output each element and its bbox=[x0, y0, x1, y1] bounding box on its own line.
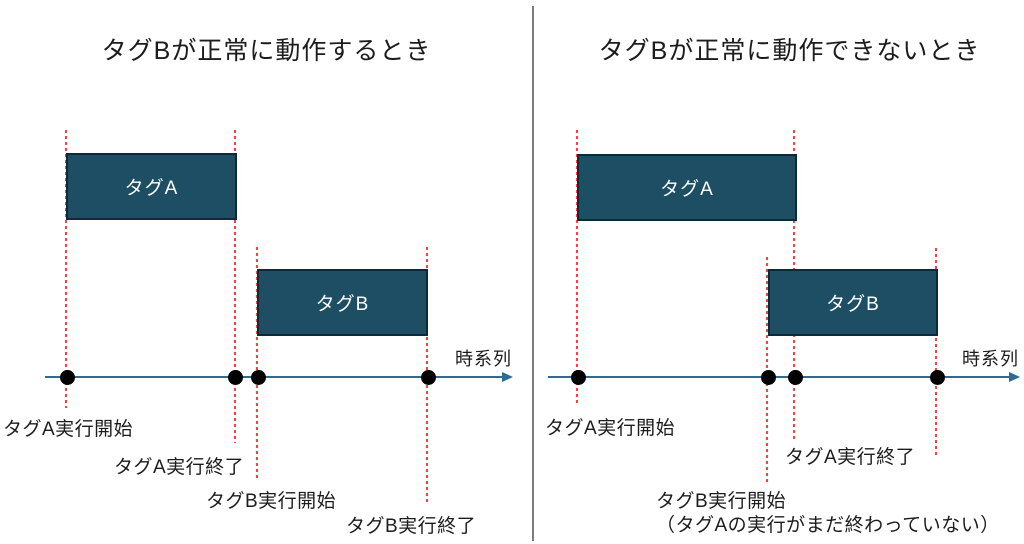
arrow-right-icon bbox=[502, 372, 513, 382]
event-label-tag-a-end: タグA実行終了 bbox=[114, 457, 245, 478]
event-dot-tag-b-start bbox=[761, 370, 776, 385]
event-label-tag-b-end: タグB実行終了 bbox=[346, 516, 477, 537]
guide-line-tag-a-start bbox=[576, 130, 578, 404]
event-label-tag-a-start: タグA実行開始 bbox=[3, 419, 134, 440]
event-label-tag-a-end: タグA実行終了 bbox=[785, 447, 916, 468]
guide-line-tag-a-end bbox=[234, 130, 236, 443]
guide-line-tag-b-end bbox=[935, 248, 937, 455]
timeline-axis-label: 時系列 bbox=[455, 349, 512, 369]
tag-a-bar-label: タグA bbox=[124, 178, 179, 199]
event-label-tag-b-start-note: （タグAの実行がまだ終わっていない） bbox=[656, 515, 1000, 536]
tag-b-bar-label: タグB bbox=[315, 294, 370, 315]
event-label-tag-b-start: タグB実行開始 bbox=[206, 491, 337, 512]
event-dot-tag-a-start bbox=[60, 370, 75, 385]
event-label-tag-a-start: タグA実行開始 bbox=[545, 418, 676, 439]
tag-a-bar: タグA bbox=[577, 154, 797, 221]
tag-b-bar: タグB bbox=[257, 269, 428, 336]
event-dot-tag-b-end bbox=[421, 370, 436, 385]
timeline-axis-label: 時系列 bbox=[962, 349, 1019, 369]
arrow-right-icon bbox=[1009, 372, 1020, 382]
guide-line-tag-b-start bbox=[256, 247, 258, 481]
event-label-tag-b-start: タグB実行開始 bbox=[656, 491, 787, 512]
event-dot-tag-a-end bbox=[788, 370, 803, 385]
event-dot-tag-b-end bbox=[930, 370, 945, 385]
tag-b-bar-label: タグB bbox=[826, 294, 880, 315]
tag-b-bar: タグB bbox=[768, 269, 938, 336]
event-dot-tag-b-start bbox=[251, 370, 266, 385]
tag-a-bar-label: タグA bbox=[660, 179, 714, 200]
event-dot-tag-a-end bbox=[228, 370, 243, 385]
tag-a-bar: タグA bbox=[66, 153, 237, 220]
timeline-axis bbox=[548, 376, 1010, 378]
left-panel-title: タグBが正常に動作するとき bbox=[101, 37, 432, 65]
right-panel-title: タグBが正常に動作できないとき bbox=[598, 37, 981, 65]
event-dot-tag-a-start bbox=[571, 370, 586, 385]
guide-line-tag-a-start bbox=[65, 130, 67, 408]
panel-divider bbox=[532, 6, 534, 541]
timeline-axis bbox=[45, 376, 503, 378]
